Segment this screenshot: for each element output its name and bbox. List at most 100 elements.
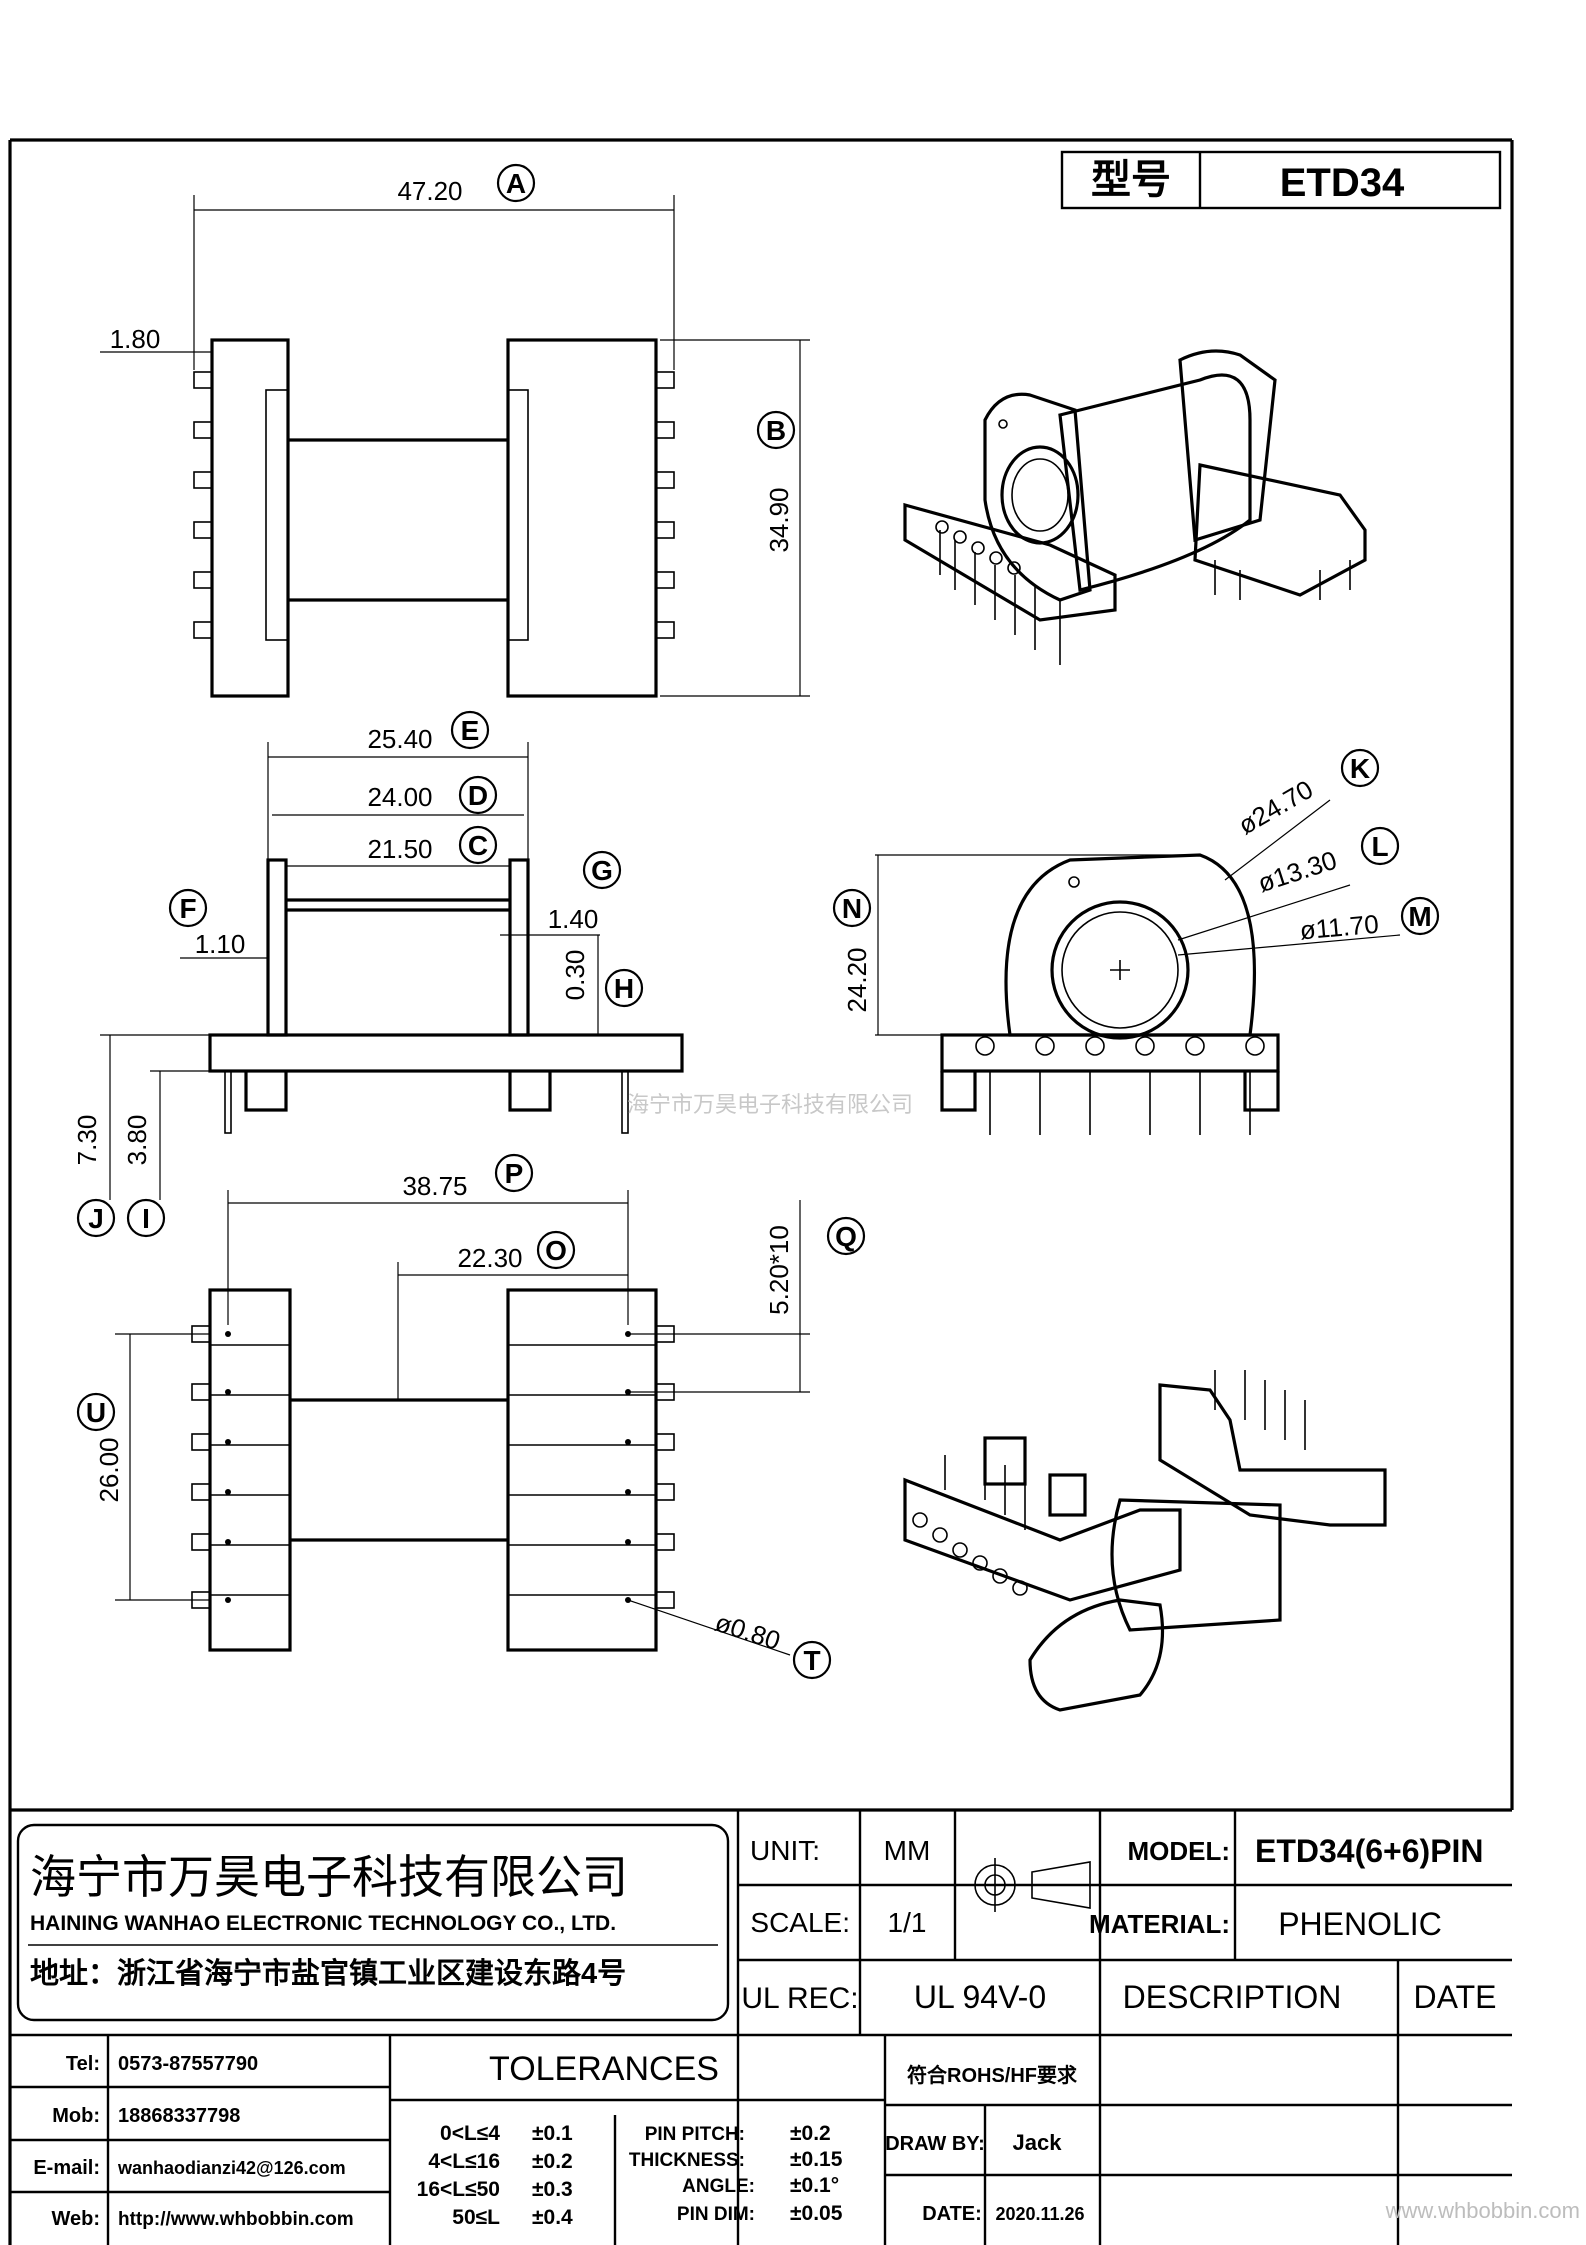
draw-by-label: DRAW BY: bbox=[885, 2133, 985, 2155]
model-title-box: 型号 ETD34 bbox=[1060, 150, 1502, 210]
tol-item-4-value: ±0.05 bbox=[790, 2202, 843, 2225]
dim-K-value: ø24.70 bbox=[1233, 774, 1318, 840]
dim-I-value: 3.80 bbox=[122, 1115, 152, 1166]
callout-L: L bbox=[1360, 826, 1400, 866]
watermark-corner: www.whbobbin.com bbox=[1385, 2198, 1580, 2223]
side-view: 25.40 24.00 21.50 1.10 1.40 0.30 7.30 3.… bbox=[72, 724, 684, 1200]
tol-item-3-value: ±0.1° bbox=[790, 2174, 839, 2197]
callout-U-letter: U bbox=[86, 1397, 106, 1428]
ul-label: UL REC: bbox=[741, 1982, 858, 2015]
description-label: DESCRIPTION bbox=[1123, 1979, 1342, 2015]
model-title-value: ETD34 bbox=[1280, 161, 1405, 205]
callout-M-letter: M bbox=[1408, 901, 1431, 932]
callout-A: A bbox=[496, 163, 536, 203]
isometric-view-top bbox=[903, 349, 1367, 665]
callout-T: T bbox=[792, 1640, 832, 1680]
bottom-view: 38.75 22.30 5.20*10 26.00 ø0.80 bbox=[94, 1171, 810, 1656]
callout-D: D bbox=[458, 775, 498, 815]
dim-U-value: 26.00 bbox=[94, 1437, 124, 1502]
tel-label: Tel: bbox=[66, 2053, 100, 2075]
dim-G-value: 1.40 bbox=[548, 904, 599, 934]
dim-letter-callouts: A B C D E F G H I J K L M N O P Q T U bbox=[76, 163, 1440, 1680]
callout-E-letter: E bbox=[461, 715, 480, 746]
callout-A-letter: A bbox=[506, 168, 526, 199]
dim-O-value: 22.30 bbox=[457, 1243, 522, 1273]
dim-pin-offset-value: 1.80 bbox=[110, 324, 161, 354]
dim-T-value: ø0.80 bbox=[712, 1607, 785, 1656]
tolerances-title: TOLERANCES bbox=[489, 2050, 719, 2088]
material-value: PHENOLIC bbox=[1278, 1906, 1442, 1942]
tol-range-1: 0<L≤4 bbox=[440, 2122, 500, 2145]
callout-T-letter: T bbox=[803, 1645, 820, 1676]
projection-symbol-icon bbox=[968, 1858, 1091, 1912]
callout-H-letter: H bbox=[614, 973, 634, 1004]
tol-item-2-value: ±0.15 bbox=[790, 2148, 843, 2171]
callout-G-letter: G bbox=[591, 855, 613, 886]
callout-M: M bbox=[1400, 896, 1440, 936]
tol-item-1-label: PIN PITCH: bbox=[645, 2124, 745, 2145]
callout-E: E bbox=[450, 710, 490, 750]
callout-N: N bbox=[832, 888, 872, 928]
callout-C: C bbox=[458, 825, 498, 865]
watermark-center: 海宁市万昊电子科技有限公司 bbox=[627, 1092, 913, 1117]
mob-value: 18868337798 bbox=[118, 2105, 240, 2127]
model-title-label: 型号 bbox=[1091, 158, 1171, 202]
date-row-value: 2020.11.26 bbox=[995, 2204, 1084, 2224]
callout-H: H bbox=[604, 968, 644, 1008]
callout-I-letter: I bbox=[142, 1203, 150, 1234]
callout-Q-letter: Q bbox=[835, 1221, 857, 1252]
isometric-view-bottom bbox=[903, 1370, 1387, 1712]
callout-G: G bbox=[582, 850, 622, 890]
scale-label: SCALE: bbox=[750, 1907, 850, 1938]
dim-L-value: ø13.30 bbox=[1254, 845, 1340, 899]
company-name-en: HAINING WANHAO ELECTRONIC TECHNOLOGY CO.… bbox=[30, 1912, 616, 1935]
model-value: ETD34(6+6)PIN bbox=[1255, 1833, 1484, 1869]
callout-F: F bbox=[168, 888, 208, 928]
tol-value-2: ±0.2 bbox=[532, 2150, 573, 2173]
rohs-text: 符合ROHS/HF要求 bbox=[907, 2063, 1078, 2087]
tol-range-4: 50≤L bbox=[452, 2206, 500, 2229]
callout-U: U bbox=[76, 1392, 116, 1432]
unit-value: MM bbox=[884, 1835, 931, 1866]
dim-C-value: 21.50 bbox=[367, 834, 432, 864]
dim-M-value: ø11.70 bbox=[1299, 909, 1380, 946]
callout-K: K bbox=[1340, 748, 1380, 788]
ul-value: UL 94V-0 bbox=[914, 1979, 1046, 2015]
dim-H-value: 0.30 bbox=[560, 950, 590, 1001]
mob-label: Mob: bbox=[52, 2105, 100, 2127]
dim-A-value: 47.20 bbox=[397, 176, 462, 206]
callout-N-letter: N bbox=[842, 893, 862, 924]
tol-item-2-label: THICKNESS: bbox=[629, 2150, 745, 2171]
callout-Q: Q bbox=[826, 1216, 866, 1256]
callout-D-letter: D bbox=[468, 780, 488, 811]
dim-F-value: 1.10 bbox=[195, 929, 246, 959]
dim-B-value: 34.90 bbox=[764, 487, 794, 552]
callout-P-letter: P bbox=[505, 1158, 524, 1189]
company-address: 地址：浙江省海宁市盐官镇工业区建设东路4号 bbox=[30, 1956, 626, 1990]
callout-I: I bbox=[126, 1198, 166, 1238]
callout-B: B bbox=[756, 410, 796, 450]
callout-J: J bbox=[76, 1198, 116, 1238]
top-view: 47.20 1.80 34.90 bbox=[100, 176, 810, 698]
callout-B-letter: B bbox=[766, 415, 786, 446]
dim-N-value: 24.20 bbox=[842, 947, 872, 1012]
callout-O-letter: O bbox=[545, 1235, 567, 1266]
tol-range-3: 16<L≤50 bbox=[417, 2178, 500, 2201]
draw-by-value: Jack bbox=[1013, 2130, 1063, 2155]
callout-J-letter: J bbox=[88, 1203, 104, 1234]
company-name-cn: 海宁市万昊电子科技有限公司 bbox=[30, 1851, 628, 1903]
tol-item-4-label: PIN DIM: bbox=[677, 2204, 755, 2225]
tol-range-2: 4<L≤16 bbox=[428, 2150, 500, 2173]
callout-P: P bbox=[494, 1153, 534, 1193]
callout-O: O bbox=[536, 1230, 576, 1270]
callout-C-letter: C bbox=[468, 830, 488, 861]
email-label: E-mail: bbox=[33, 2157, 100, 2179]
tol-item-3-label: ANGLE: bbox=[682, 2176, 755, 2197]
tol-value-4: ±0.4 bbox=[532, 2206, 573, 2229]
tel-value: 0573-87557790 bbox=[118, 2053, 258, 2075]
callout-L-letter: L bbox=[1371, 831, 1388, 862]
dim-D-value: 24.00 bbox=[367, 782, 432, 812]
date-row-label: DATE: bbox=[922, 2203, 982, 2225]
callout-F-letter: F bbox=[179, 893, 196, 924]
